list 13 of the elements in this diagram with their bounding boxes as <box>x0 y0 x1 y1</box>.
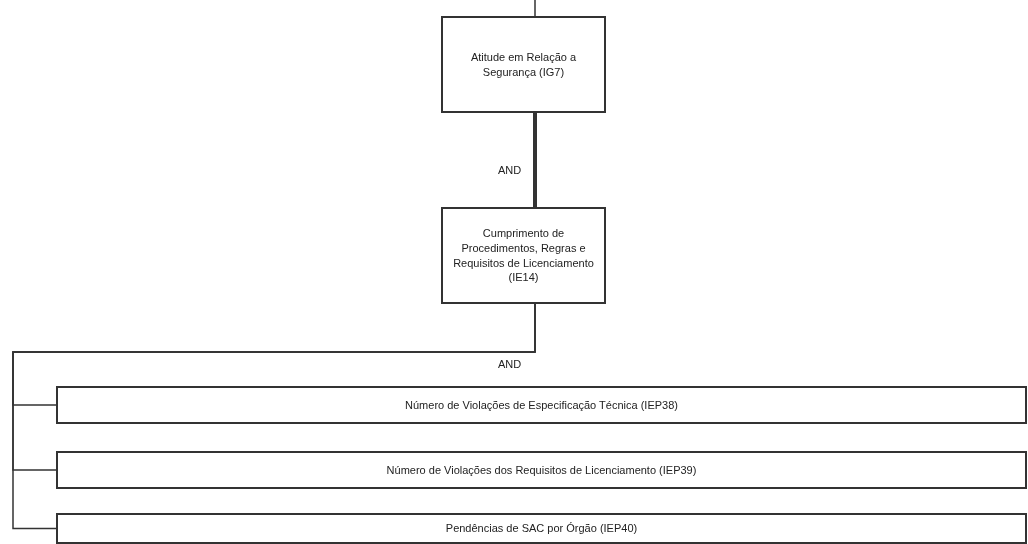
box-label: Cumprimento de Procedimentos, Regras e Requisitos de Licenciamento (IE14) <box>452 225 595 286</box>
connector-line <box>533 113 537 207</box>
box-label: Atitude em Relação a Segurança (IG7) <box>469 49 578 80</box>
box-label: Pendências de SAC por Órgão (IEP40) <box>445 521 638 536</box>
indicator-box <box>441 16 606 113</box>
indicator-box <box>56 513 1027 544</box>
connector-line <box>12 303 536 530</box>
indicator-box <box>56 451 1027 489</box>
connector-line <box>534 0 536 17</box>
indicator-box <box>56 386 1027 424</box>
box-label: Número de Violações dos Requisitos de Licenciamento (IEP39) <box>386 462 697 478</box>
indicator-box <box>441 207 606 304</box>
box-label: Número de Violações de Especificação Técnica (IEP38) <box>405 397 678 413</box>
